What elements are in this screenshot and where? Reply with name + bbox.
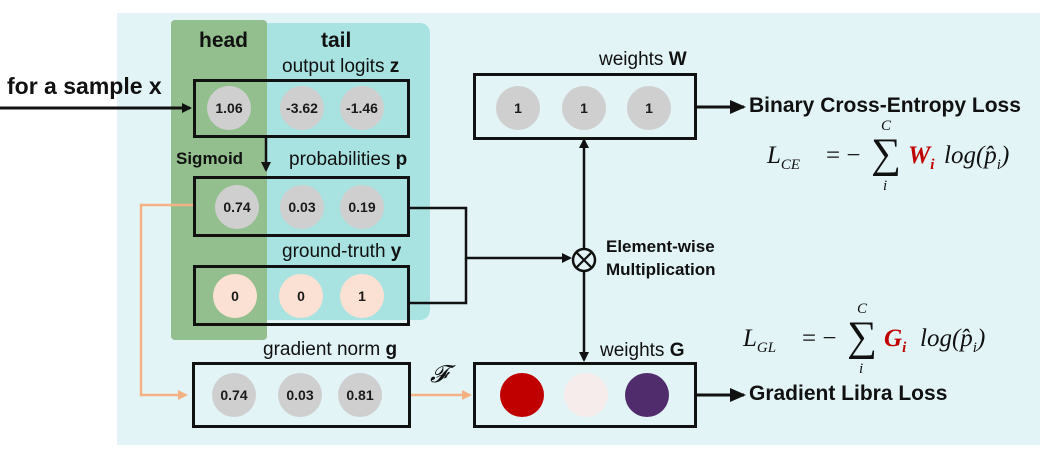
weights-w-label: weights W xyxy=(599,49,687,71)
formula-ce-sum-icon: ∑ xyxy=(871,131,901,177)
w-node-1: 1 xyxy=(496,86,540,130)
probs-label: probabilities p xyxy=(289,149,407,171)
input-var: x xyxy=(148,73,162,99)
formula-gl: LGL = − ∑ C i Gi log(p̂i) xyxy=(743,301,1023,383)
probs-to-multiply-line xyxy=(410,206,572,263)
mapping-function-symbol: 𝓕 xyxy=(430,360,448,388)
formula-gl-log: log(p̂i) xyxy=(920,325,986,356)
gt-label-text: ground-truth xyxy=(282,241,391,262)
gt-label: ground-truth y xyxy=(282,241,401,263)
multiply-label-line2: Multiplication xyxy=(606,260,716,279)
logit-node-3: -1.46 xyxy=(340,86,384,130)
formula-ce-log: log(p̂i) xyxy=(944,142,1010,173)
weights-w-var: W xyxy=(668,49,687,70)
prob-node-2: 0.03 xyxy=(280,185,324,229)
weights-g-var: G xyxy=(669,340,685,361)
probs-to-gnorm-orange-line xyxy=(139,203,194,400)
logits-label: output logits z xyxy=(282,56,399,78)
prob-node-1: 0.74 xyxy=(215,185,259,229)
formula-ce-weight: Wi xyxy=(908,142,935,173)
formula-ce-sum-bottom: i xyxy=(883,178,888,194)
logits-var: z xyxy=(389,56,400,77)
gt-node-3: 1 xyxy=(340,274,384,318)
formula-gl-lhs: LGL xyxy=(743,325,777,356)
formula-gl-sum-top: C xyxy=(857,301,868,317)
w-node-2: 1 xyxy=(562,86,606,130)
formula-ce-eq: = − xyxy=(826,142,861,169)
multiply-label: Element-wise Multiplication xyxy=(606,235,716,281)
logit-node-1: 1.06 xyxy=(207,86,251,130)
formula-gl-sum-icon: ∑ xyxy=(847,314,877,360)
weights-w-box xyxy=(473,73,697,140)
logit-node-2: -3.62 xyxy=(280,86,324,130)
formula-gl-sum-bottom: i xyxy=(859,361,864,377)
w-node-3: 1 xyxy=(627,86,671,130)
formula-ce-sum-top: C xyxy=(881,118,892,134)
bce-loss-label: Binary Cross-Entropy Loss xyxy=(749,94,1021,117)
gt-to-multiply-line xyxy=(410,258,468,305)
g-node-3 xyxy=(625,373,669,417)
logits-label-text: output logits xyxy=(282,56,390,77)
logits-box xyxy=(193,79,410,138)
weights-g-box xyxy=(473,362,697,428)
g-node-1 xyxy=(500,373,544,417)
gt-node-2: 0 xyxy=(279,274,323,318)
formula-ce: LCE = − ∑ C i Wi log(p̂i) xyxy=(767,118,1037,200)
gnorm-box xyxy=(192,362,411,428)
prob-node-3: 0.19 xyxy=(340,185,384,229)
weights-w-label-text: weights xyxy=(599,49,669,70)
gnorm-label-text: gradient norm xyxy=(263,339,386,360)
formula-gl-eq: = − xyxy=(802,325,837,352)
formula-gl-weight: Gi xyxy=(884,325,907,356)
g-node-2 xyxy=(564,373,608,417)
probs-box xyxy=(193,176,410,237)
gt-node-1: 0 xyxy=(213,274,257,318)
weights-g-label: weights G xyxy=(600,340,684,362)
input-label: for a sample x xyxy=(7,73,162,100)
weights-g-label-text: weights xyxy=(600,340,670,361)
tail-label: tail xyxy=(321,29,352,52)
formula-ce-lhs: LCE xyxy=(767,142,801,173)
gnorm-label: gradient norm g xyxy=(263,339,397,361)
head-label: head xyxy=(199,29,249,52)
gt-box xyxy=(193,265,410,326)
probs-label-text: probabilities xyxy=(289,149,396,170)
input-label-text: for a sample xyxy=(7,73,149,99)
gnorm-node-3: 0.81 xyxy=(338,373,382,417)
multiply-label-line1: Element-wise xyxy=(606,237,715,256)
sigmoid-label: Sigmoid xyxy=(176,149,244,168)
gnorm-var: g xyxy=(385,339,398,360)
gnorm-node-1: 0.74 xyxy=(212,373,256,417)
gl-loss-label: Gradient Libra Loss xyxy=(749,382,948,405)
gt-var: y xyxy=(390,241,402,262)
probs-var: p xyxy=(395,149,408,170)
gnorm-node-2: 0.03 xyxy=(278,373,322,417)
